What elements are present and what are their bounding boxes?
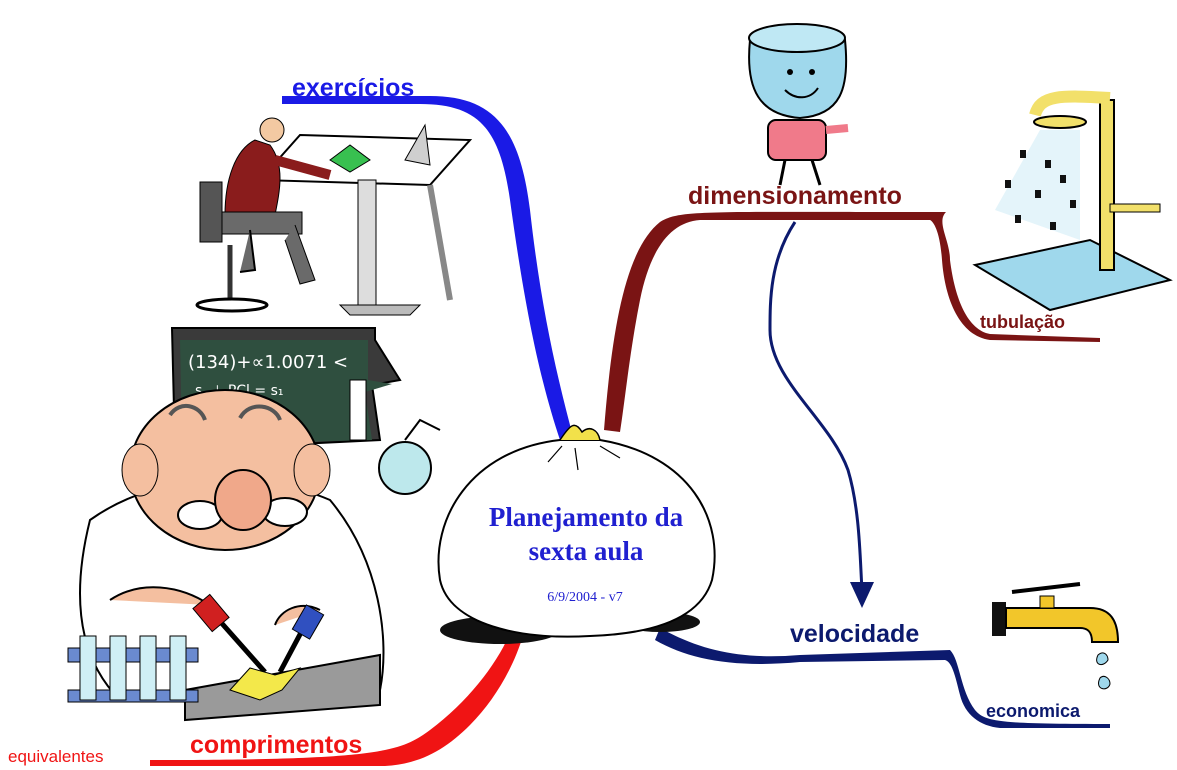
shower-illustration [972, 90, 1173, 312]
center-date: 6/9/2004 - v7 [547, 590, 623, 605]
branch-label-tubulacao: tubulação [980, 312, 1066, 332]
branch-label-exercicios: exercícios [292, 74, 415, 102]
branch-label-velocidade: velocidade [790, 620, 920, 648]
branch-label-comprimentos: comprimentos [190, 731, 363, 759]
branch-comprimentos [150, 628, 524, 766]
branch-dimensionamento [604, 211, 1100, 432]
chalkboard-line1: (134)+∝1.0071 < [188, 352, 348, 373]
center-sack [437, 424, 716, 644]
water-jug-character [748, 23, 849, 186]
branch-label-equivalentes: equivalentes [8, 747, 104, 766]
scientist-illustration [67, 389, 385, 722]
branch-label-dimensionamento: dimensionamento [688, 182, 902, 210]
branch-label-economica: economica [986, 701, 1081, 721]
faucet-illustration [992, 582, 1120, 690]
center-title: Planejamento da sexta aula [488, 502, 684, 566]
drafter-illustration [195, 117, 473, 316]
arrow-dim-to-velocidade [768, 221, 864, 591]
arrow-head [850, 582, 874, 608]
